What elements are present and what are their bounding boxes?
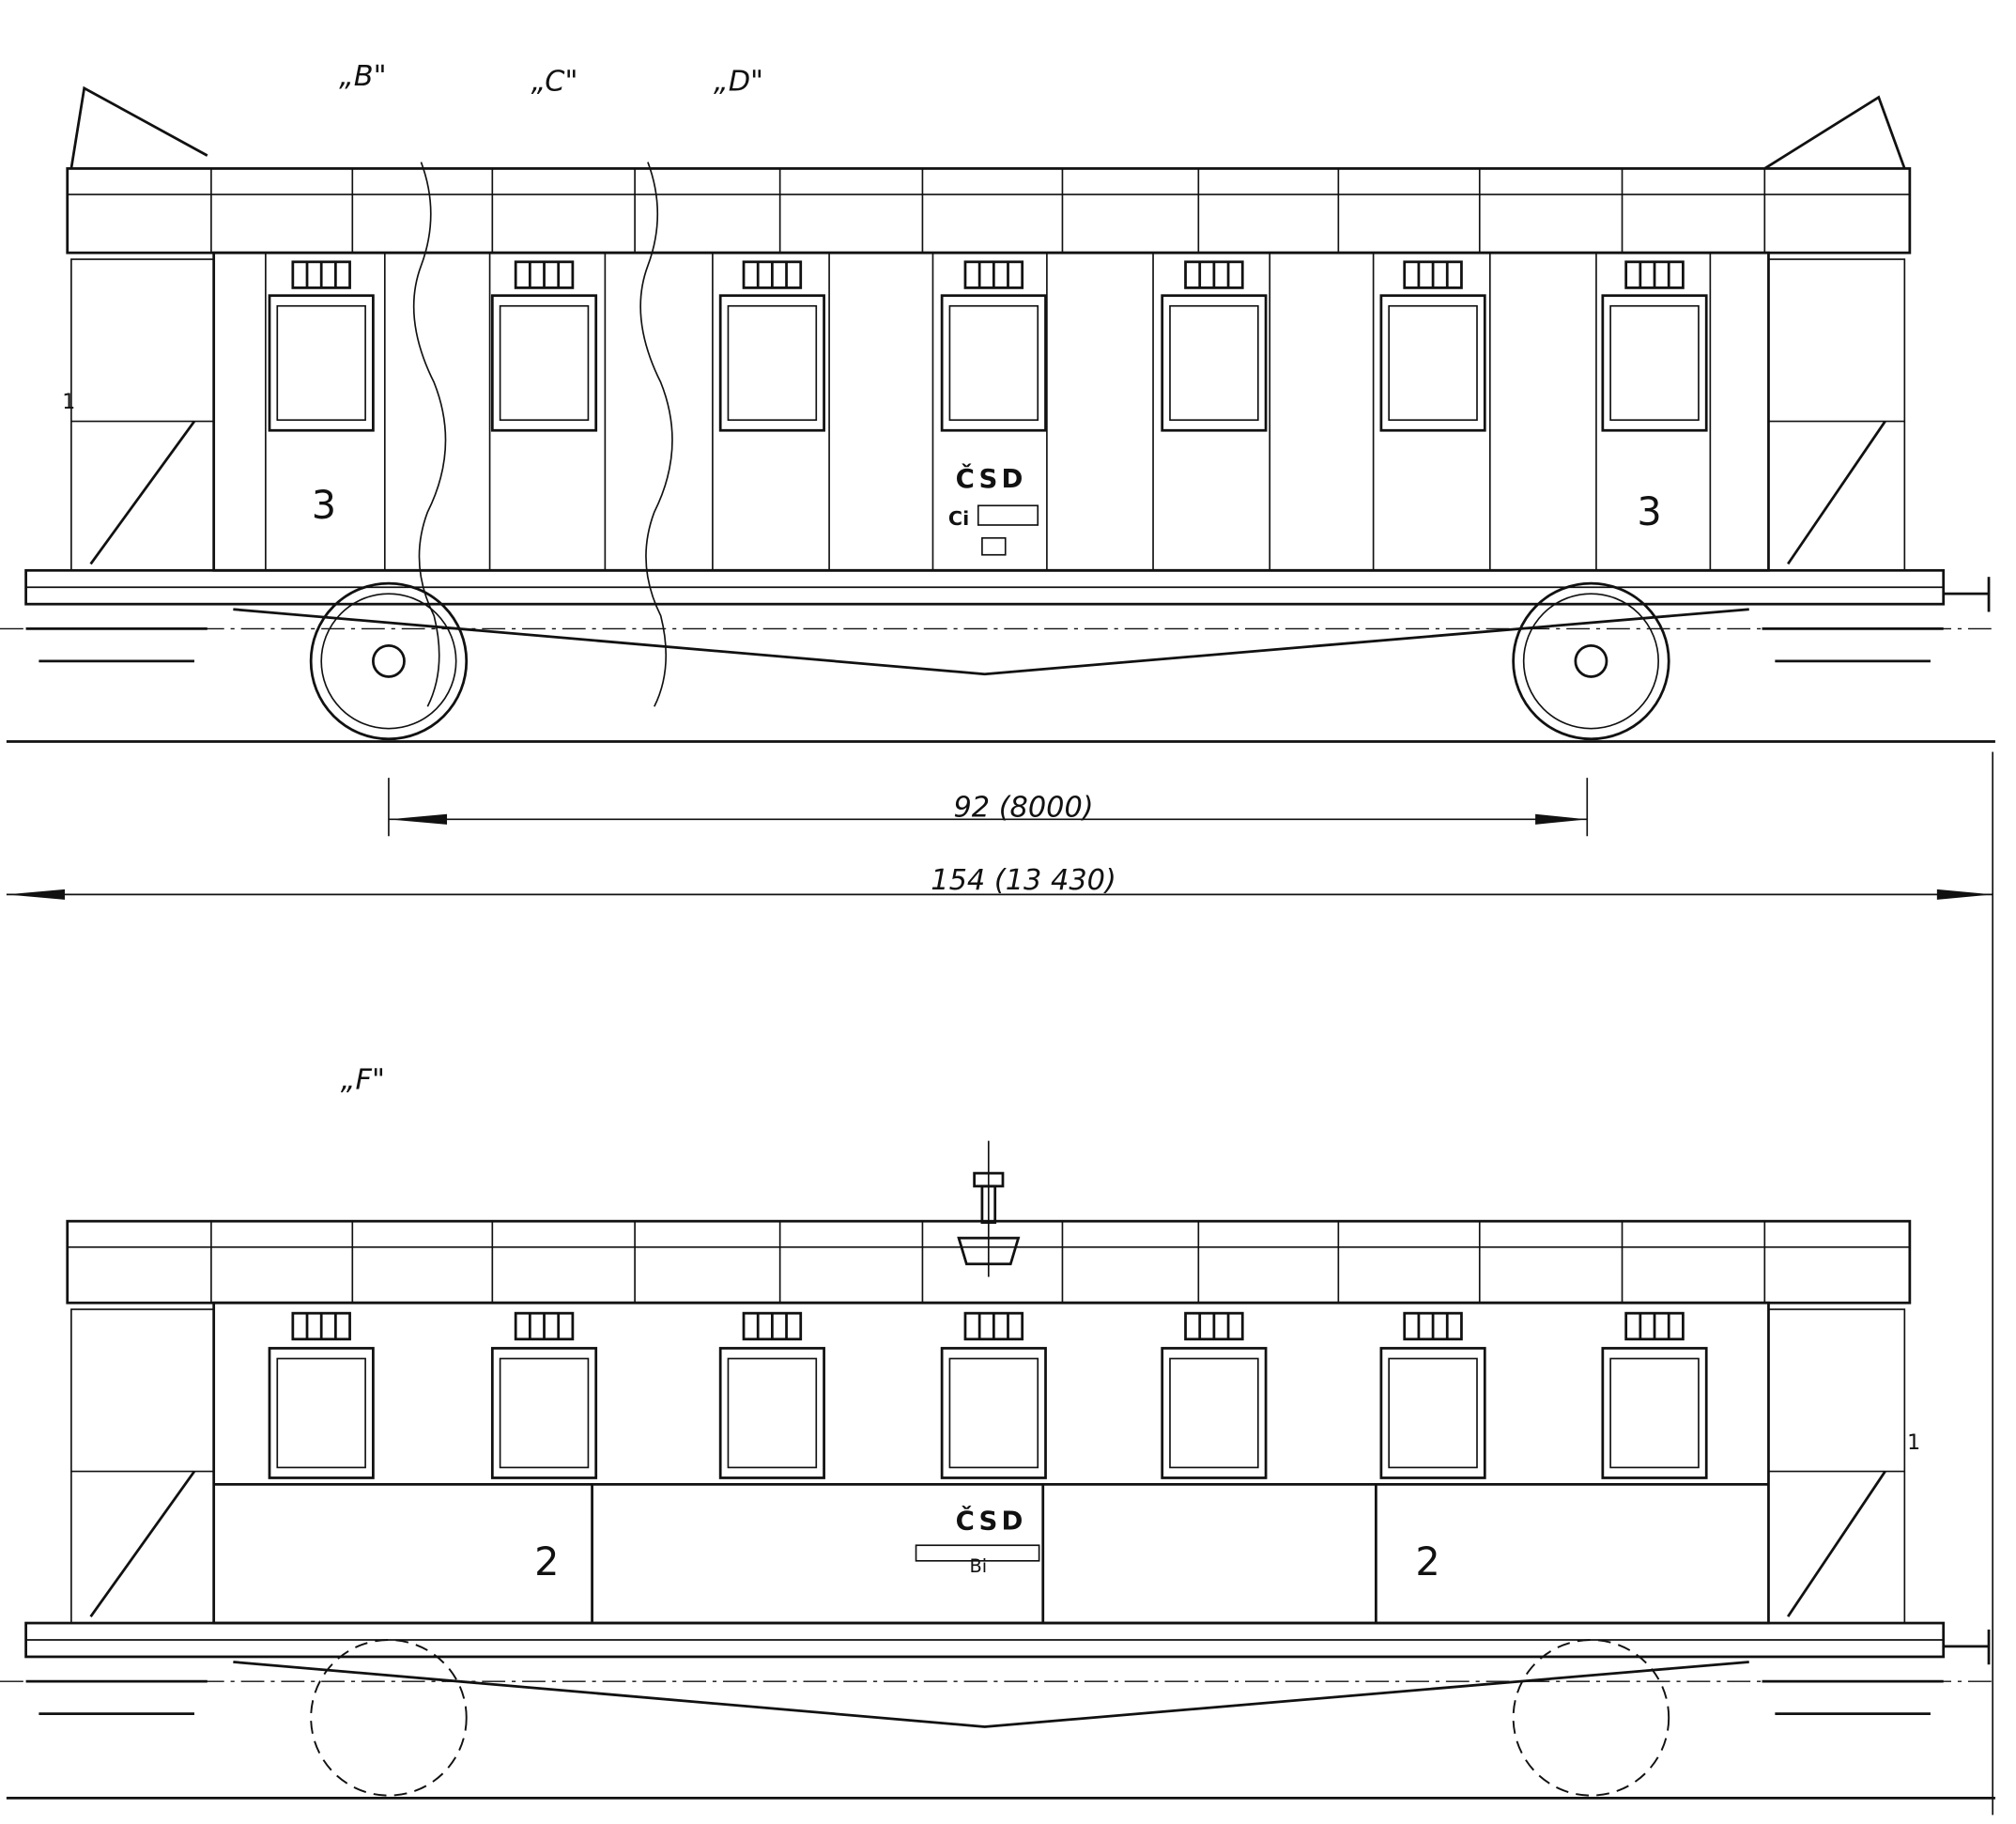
ventilator-stem — [980, 1184, 997, 1224]
window-pane — [499, 1357, 590, 1469]
lower-type-code: Bi — [969, 1555, 987, 1577]
window-pane — [276, 1357, 366, 1469]
window-pane — [1169, 1357, 1259, 1469]
window-pane — [1388, 304, 1478, 422]
end-platform — [70, 258, 215, 572]
wheel-rim — [1522, 593, 1659, 730]
overall-length-dimension: 154 (13 430) — [931, 864, 1116, 897]
lower-class-number-right: 2 — [1415, 1539, 1439, 1584]
window-pane — [1388, 1357, 1478, 1469]
roof — [66, 167, 1912, 255]
view-label-c: „C" — [531, 66, 578, 99]
window-pane — [499, 304, 590, 422]
view-label-b: „B" — [339, 60, 387, 93]
car-body — [212, 251, 1770, 572]
roof-ladder-handrail — [69, 85, 208, 169]
window — [940, 294, 1047, 432]
window — [268, 294, 375, 432]
upper-class-number-left: 3 — [312, 483, 336, 528]
side-mark-upper: 1 — [62, 391, 75, 414]
break-line — [639, 162, 673, 707]
roof-ladder-handrail — [1763, 95, 1906, 170]
label-plate — [915, 1544, 1040, 1562]
view-labels: „B" „C" „D" „F" — [339, 60, 763, 1096]
label-plate-small — [981, 536, 1007, 556]
window-pane — [1169, 304, 1259, 422]
label-plate — [977, 504, 1039, 526]
window-pane — [727, 1357, 818, 1469]
lower-operator-mark: ČSD — [956, 1505, 1027, 1537]
axle-hub — [372, 643, 406, 678]
window-pane — [1609, 1357, 1700, 1469]
window — [490, 294, 598, 432]
window-pane — [948, 304, 1039, 422]
wheel — [309, 581, 469, 741]
window — [1161, 294, 1268, 432]
end-platform — [70, 1308, 215, 1624]
upper-car-3rd-class — [0, 85, 1995, 743]
car-body — [212, 1301, 1770, 1625]
window — [1601, 294, 1708, 432]
window — [718, 1347, 825, 1479]
wheelbase-dimension: 92 (8000) — [953, 792, 1093, 825]
upper-class-number-right: 3 — [1637, 489, 1661, 534]
window-pane — [948, 1357, 1039, 1469]
window-pane — [727, 304, 818, 422]
truss-rod — [233, 608, 1749, 676]
lower-class-number-left: 2 — [534, 1539, 559, 1584]
window — [1161, 1347, 1268, 1479]
window — [718, 294, 825, 432]
platform-brace — [89, 1470, 196, 1617]
window — [940, 1347, 1047, 1479]
wheel-rim — [320, 593, 457, 730]
window — [268, 1347, 375, 1479]
end-platform — [1767, 1308, 1906, 1624]
platform-brace — [1787, 1470, 1886, 1617]
wheel — [310, 1639, 468, 1797]
break-line — [412, 162, 447, 707]
window — [1601, 1347, 1708, 1479]
window — [1379, 294, 1486, 432]
platform-brace — [1787, 420, 1886, 565]
dimension-lines: 92 (8000) 154 (13 430) — [6, 751, 1993, 1816]
view-label-d: „D" — [714, 66, 763, 99]
platform-brace — [89, 420, 196, 565]
window — [490, 1347, 598, 1479]
upper-operator-mark: ČSD — [956, 462, 1027, 494]
axle-hub — [1574, 643, 1608, 678]
window-pane — [1609, 304, 1700, 422]
window-pane — [276, 304, 366, 422]
car-markings: 3 3 ČSD Ci 2 2 ČSD Bi 1 1 — [62, 391, 1920, 1584]
wheel — [1512, 581, 1670, 741]
lower-car-2nd-class — [0, 1140, 1995, 1800]
wheel — [1512, 1639, 1670, 1797]
ventilator-bowl — [957, 1236, 1021, 1266]
end-platform — [1767, 258, 1906, 572]
view-label-f: „F" — [341, 1063, 385, 1096]
window — [1379, 1347, 1486, 1479]
truss-rod — [233, 1661, 1749, 1728]
side-mark-lower: 1 — [1907, 1431, 1920, 1455]
upper-type-code: Ci — [948, 507, 969, 530]
